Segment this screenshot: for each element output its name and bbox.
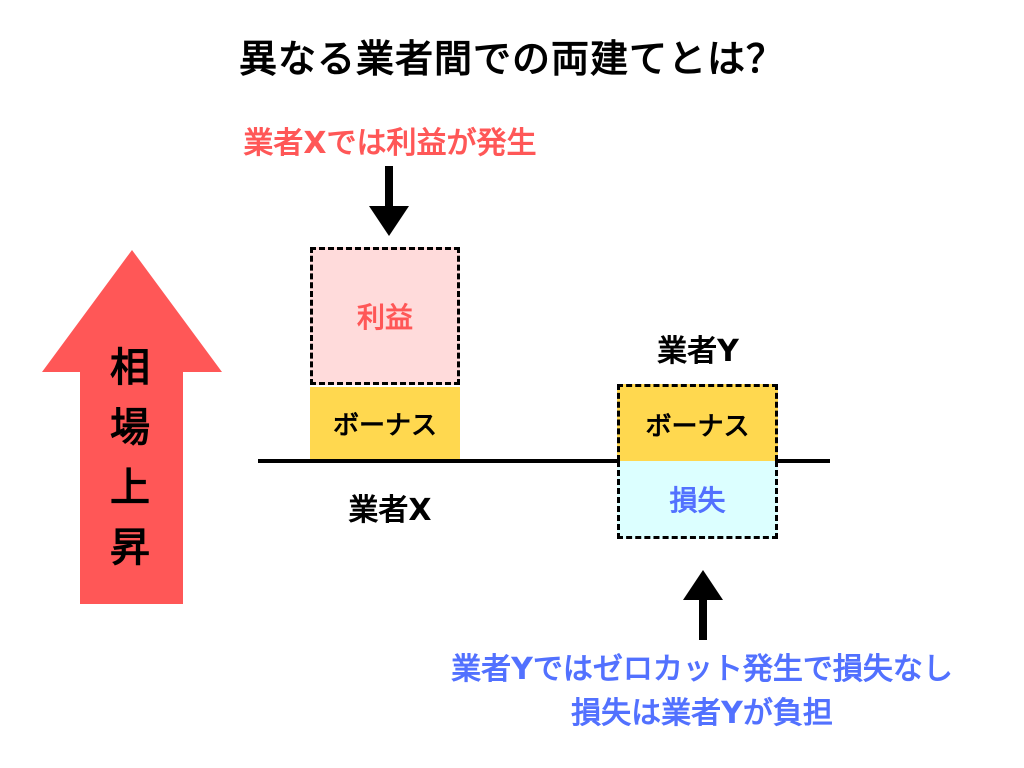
dealer-y-loss-box: 損失	[617, 461, 778, 539]
market-rise-char: 相	[110, 345, 150, 391]
loss-label: 損失	[669, 483, 726, 517]
market-rise-char: 場	[110, 405, 150, 451]
page-title: 異なる業者間での両建てとは？	[238, 37, 785, 81]
bonus-label: ボーナス	[332, 411, 437, 441]
dealer-x-caption: 業者Xでは利益が発生	[243, 126, 537, 161]
dealer-x-name: 業者X	[348, 493, 432, 528]
market-rise-arrow-icon	[42, 250, 222, 604]
market-rise-label: 相 場 上 昇	[100, 338, 160, 578]
dealer-y-caption: 業者Yではゼロカット発生で損失なし 損失は業者Yが負担	[380, 648, 1024, 736]
dealer-x-profit-box: 利益	[310, 247, 460, 385]
down-arrow-icon	[369, 166, 409, 236]
dealer-y-name: 業者Y	[657, 334, 739, 369]
dealer-x-bonus-box: ボーナス	[310, 387, 460, 460]
dealer-y-bonus-box: ボーナス	[617, 384, 778, 461]
baseline	[258, 459, 830, 463]
profit-label: 利益	[356, 301, 413, 334]
market-rise-char: 上	[110, 465, 150, 511]
dealer-y-caption-line: 業者Yではゼロカット発生で損失なし	[451, 652, 953, 687]
market-rise-char: 昇	[110, 525, 150, 571]
dealer-y-caption-line: 損失は業者Yが負担	[571, 696, 833, 731]
up-arrow-icon	[683, 570, 723, 640]
bonus-label: ボーナス	[645, 411, 750, 442]
